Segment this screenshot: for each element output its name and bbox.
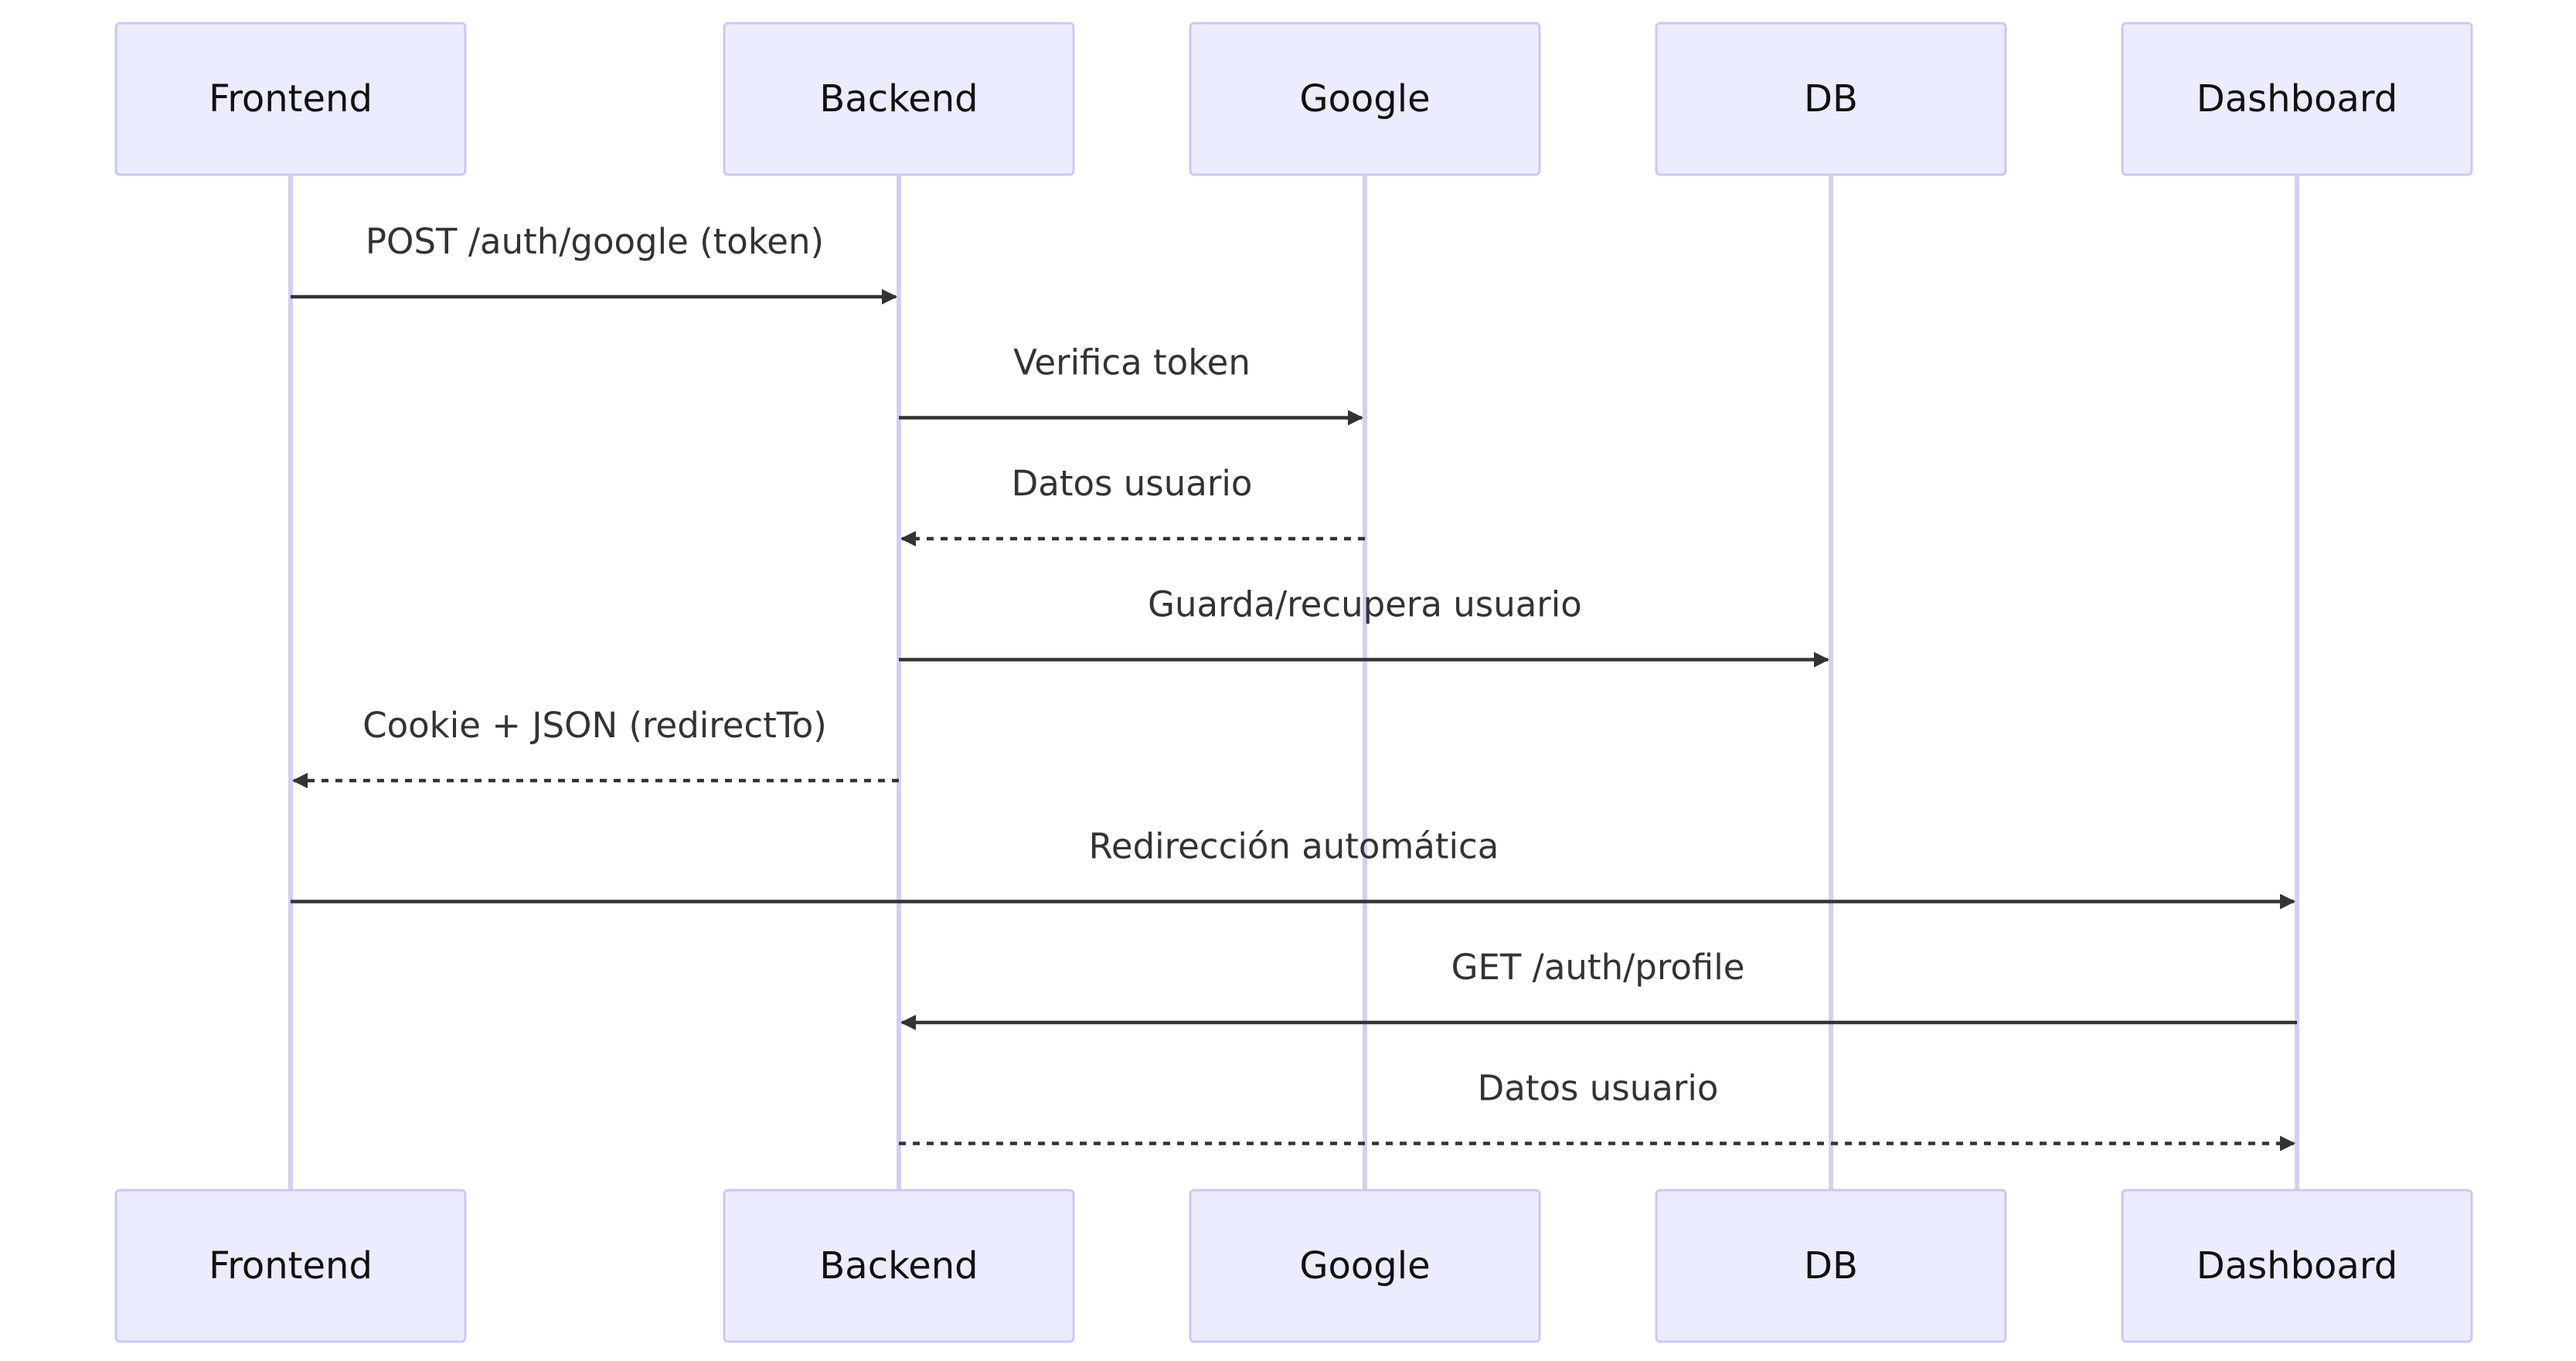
actor-frontend-top: Frontend <box>114 22 467 176</box>
actor-backend-top: Backend <box>723 22 1075 176</box>
message-label: Verifica token <box>1013 342 1251 383</box>
actor-label: Dashboard <box>2197 1244 2397 1288</box>
actor-label: Dashboard <box>2197 77 2397 121</box>
actor-box <box>723 22 1075 176</box>
actor-label: DB <box>1804 77 1858 121</box>
message-label: GET /auth/profile <box>1451 947 1745 988</box>
message-2: Verifica token <box>899 342 1363 426</box>
message-label: POST /auth/google (token) <box>366 221 824 262</box>
message-1: POST /auth/google (token) <box>291 221 897 305</box>
actor-label: DB <box>1804 1244 1858 1288</box>
actor-frontend-bottom: Frontend <box>114 1189 467 1343</box>
message-4: Guarda/recupera usuario <box>899 584 1829 668</box>
message-label: Datos usuario <box>1478 1068 1719 1109</box>
message-6: Redirección automática <box>291 826 2295 910</box>
actor-box <box>1189 22 1541 176</box>
actor-box <box>1655 22 2007 176</box>
message-8: Datos usuario <box>899 1068 2295 1152</box>
actor-db-top: DB <box>1655 22 2007 176</box>
message-label: Guarda/recupera usuario <box>1148 584 1582 625</box>
actor-google-top: Google <box>1189 22 1541 176</box>
actor-label: Backend <box>819 77 978 121</box>
actor-label: Backend <box>819 1244 978 1288</box>
actor-box <box>1189 1189 1541 1343</box>
actor-label: Google <box>1299 1244 1430 1288</box>
actor-label: Frontend <box>209 77 373 121</box>
actor-label: Frontend <box>209 1244 373 1288</box>
actor-box <box>2121 1189 2473 1343</box>
message-label: Redirección automática <box>1089 826 1499 867</box>
actor-box <box>114 22 467 176</box>
actor-backend-bottom: Backend <box>723 1189 1075 1343</box>
message-3: Datos usuario <box>900 463 1365 546</box>
actor-dashboard-top: Dashboard <box>2121 22 2473 176</box>
message-label: Datos usuario <box>1012 463 1253 504</box>
actor-box <box>1655 1189 2007 1343</box>
actor-google-bottom: Google <box>1189 1189 1541 1343</box>
actor-box <box>114 1189 467 1343</box>
message-label: Cookie + JSON (redirectTo) <box>362 705 827 746</box>
actor-box <box>723 1189 1075 1343</box>
actor-dashboard-bottom: Dashboard <box>2121 1189 2473 1343</box>
message-7: GET /auth/profile <box>900 947 2297 1030</box>
actor-db-bottom: DB <box>1655 1189 2007 1343</box>
message-5: Cookie + JSON (redirectTo) <box>292 705 899 788</box>
actor-label: Google <box>1299 77 1430 121</box>
actor-box <box>2121 22 2473 176</box>
